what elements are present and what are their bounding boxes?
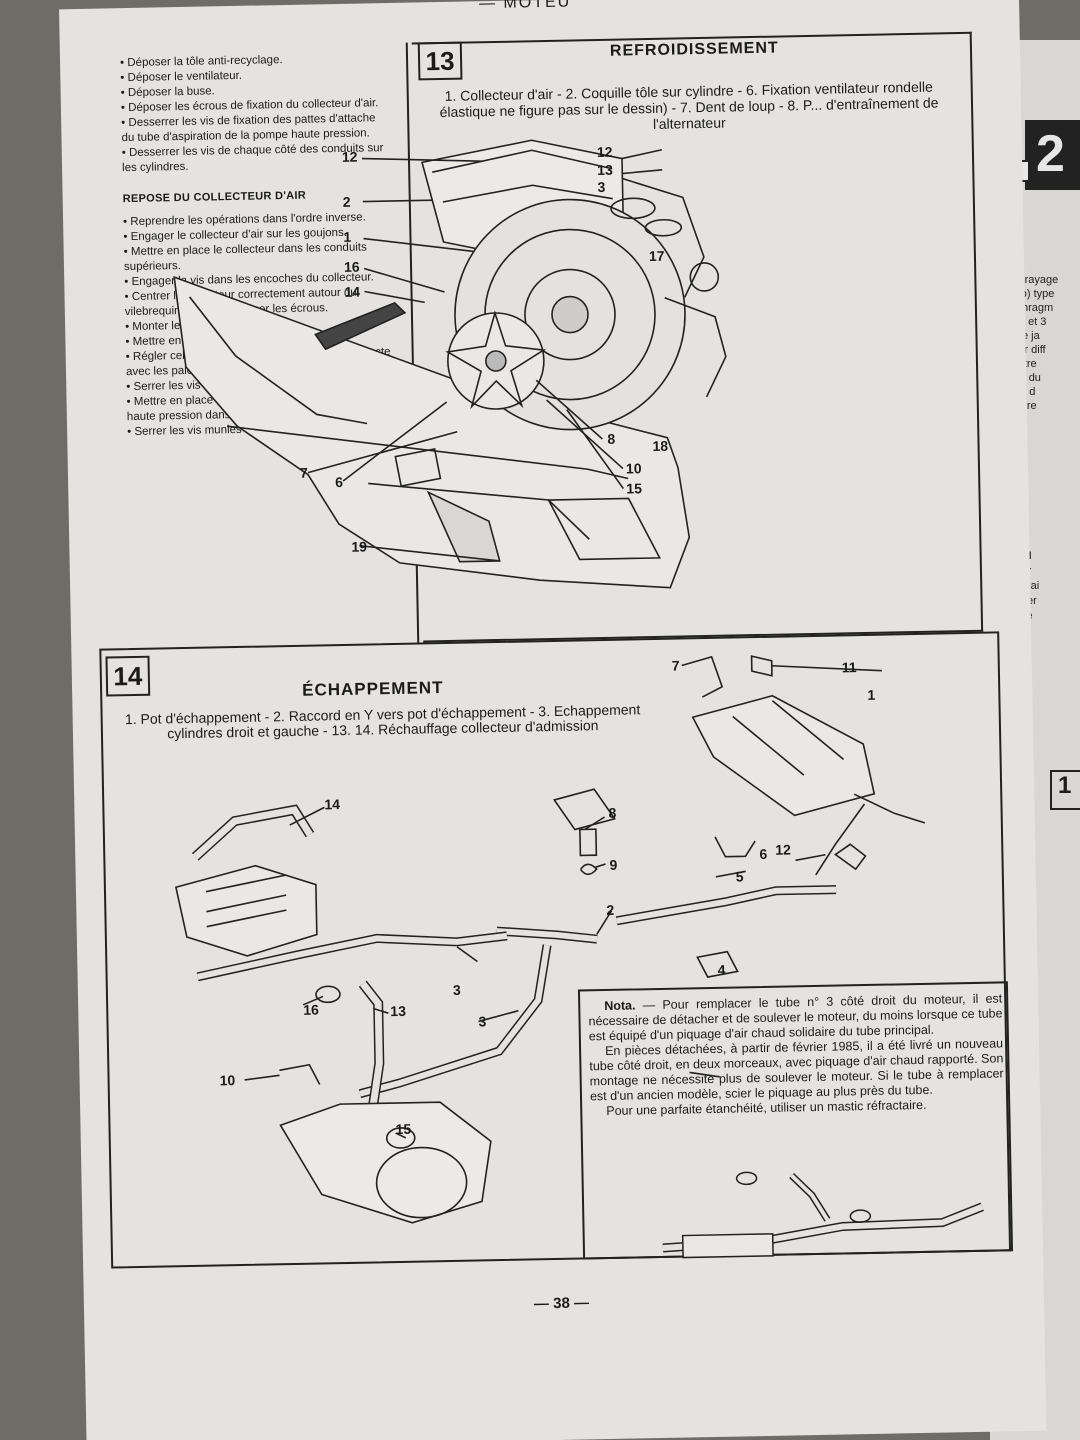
exhaust-diagram (174, 655, 926, 1224)
callout-label: 5 (735, 868, 744, 885)
callout-label: 17 (648, 247, 665, 265)
callout-label: 3 (452, 981, 461, 998)
callout-label: 13 (390, 1002, 407, 1020)
callout-label: 12 (341, 148, 358, 165)
callout-label: 19 (351, 538, 368, 555)
callout-label: 10 (219, 1072, 236, 1089)
nota-diagram (662, 1171, 984, 1259)
callout-label: 3 (597, 178, 606, 196)
callout-label: 8 (608, 804, 617, 821)
technical-drawings (173, 139, 984, 1259)
callout-label: 9 (609, 856, 618, 873)
cooling-diagram (173, 139, 727, 589)
manual-page: — MOTEU Déposer la tôle anti-recyclage.D… (59, 0, 1047, 1440)
callout-label: 7 (671, 657, 680, 674)
callout-label: 12 (775, 841, 792, 858)
callout-label: 12 (596, 143, 613, 161)
facing-page-figure-box: 1 (1050, 770, 1080, 810)
callout-label: 16 (343, 258, 360, 275)
callout-label: 7 (299, 464, 308, 481)
callout-label: 3 (478, 1013, 487, 1030)
callout-label: 8 (607, 430, 616, 447)
callout-label: 16 (303, 1001, 320, 1018)
callout-label: 14 (344, 283, 361, 300)
section-tab (1025, 120, 1080, 190)
callout-label: 4 (717, 961, 726, 978)
section-tab-number: 2 (1036, 125, 1065, 183)
callout-label: 10 (625, 460, 642, 477)
callout-label: 1 (867, 686, 876, 703)
callout-label: 6 (759, 845, 768, 863)
page-number: — 38 — (533, 1294, 590, 1313)
callout-label: 2 (342, 193, 351, 210)
callout-label: 14 (324, 796, 341, 813)
callout-label: 15 (395, 1120, 412, 1138)
callout-label: 1 (343, 228, 352, 245)
callout-label: 11 (841, 659, 857, 676)
callout-label: 13 (597, 161, 613, 179)
callout-label: 6 (335, 473, 344, 491)
callout-label: 2 (606, 901, 615, 918)
callout-label: 15 (626, 480, 643, 497)
callout-label: 18 (652, 437, 669, 455)
